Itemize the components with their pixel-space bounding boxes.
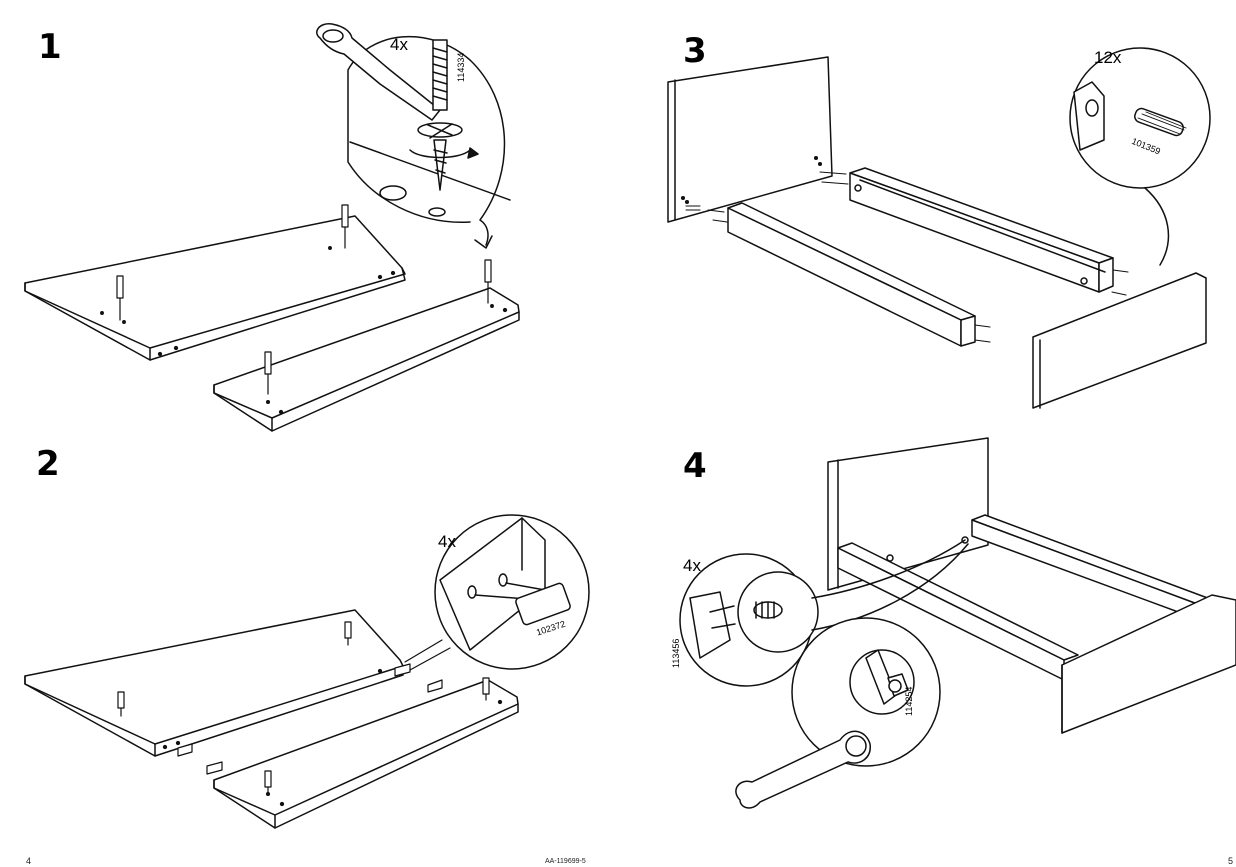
page-number-right: 5 xyxy=(1228,856,1234,866)
dowels xyxy=(685,171,1129,343)
step-number: 2 xyxy=(36,444,60,484)
step-3-illustration xyxy=(667,47,1211,409)
part-number: 114334 xyxy=(456,52,466,82)
screws xyxy=(116,204,492,395)
page-number-left: 4 xyxy=(26,856,32,866)
quantity-label: 12x xyxy=(1094,48,1122,67)
board-small xyxy=(213,287,520,432)
document-code: AA-119699-5 xyxy=(545,858,586,865)
step-number: 3 xyxy=(683,31,707,71)
step-2-illustration xyxy=(24,514,590,829)
part-number: 114254 xyxy=(904,686,914,716)
headboard-panel xyxy=(667,56,833,223)
screws xyxy=(117,621,490,795)
step-1-illustration xyxy=(24,23,520,432)
brackets xyxy=(177,639,451,775)
detail-circle xyxy=(1069,47,1211,266)
detail-circle xyxy=(434,514,590,670)
step-number: 4 xyxy=(683,446,707,486)
part-number: 113456 xyxy=(671,638,681,668)
detail-circle-right xyxy=(735,617,941,809)
quantity-label: 4x xyxy=(390,35,408,54)
detail-circle xyxy=(316,23,511,249)
step-4-illustration xyxy=(679,437,1236,809)
step-number: 1 xyxy=(38,27,62,67)
detail-circle-left xyxy=(679,539,969,687)
footboard-panel xyxy=(1032,272,1207,409)
bed-frame xyxy=(827,437,1236,734)
quantity-label: 4x xyxy=(438,532,456,551)
quantity-label: 4x xyxy=(683,556,701,575)
side-rails xyxy=(727,167,1114,347)
